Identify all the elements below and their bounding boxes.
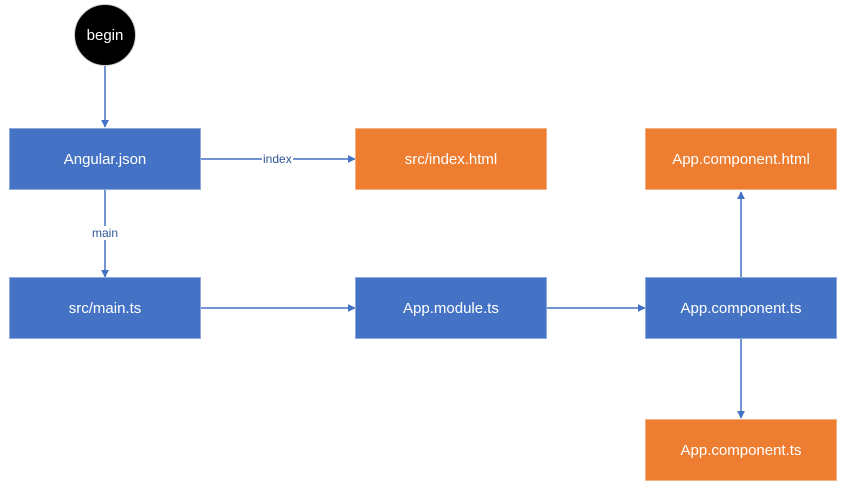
edge-label-main: main	[91, 226, 120, 240]
angular-json-node: Angular.json	[9, 128, 201, 190]
begin-node: begin	[74, 4, 136, 66]
edge-label-index: index	[262, 152, 293, 166]
component-html-node: App.component.html	[645, 128, 837, 190]
component-ts-node: App.component.ts	[645, 277, 837, 339]
module-ts-node: App.module.ts	[355, 277, 547, 339]
main-ts-node: src/main.ts	[9, 277, 201, 339]
index-html-node: src/index.html	[355, 128, 547, 190]
component-ts-bottom-node: App.component.ts	[645, 419, 837, 481]
